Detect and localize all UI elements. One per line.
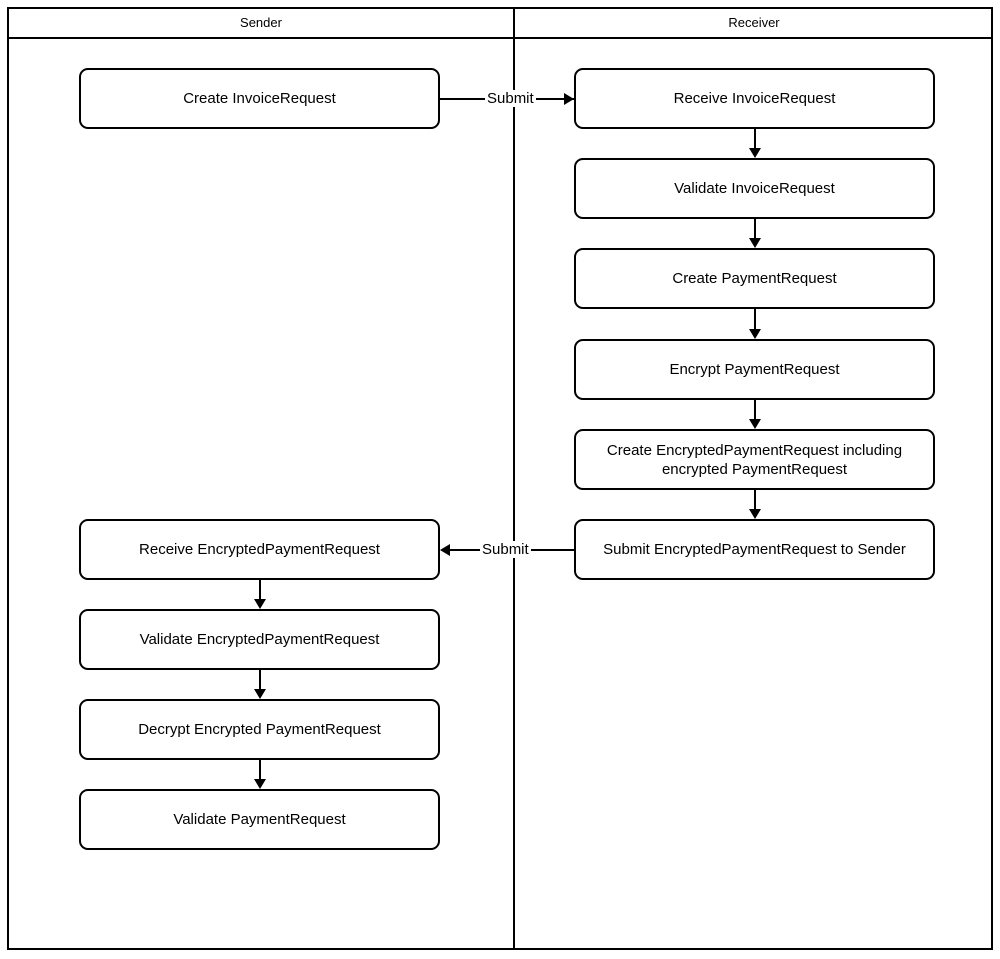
- edge-n6-n7-line: [754, 490, 756, 509]
- lane-divider: [513, 7, 515, 950]
- node-create-encryptedpaymentrequest[interactable]: Create EncryptedPaymentRequest including…: [574, 429, 935, 490]
- edge-n10-n11-arrowhead: [254, 779, 266, 789]
- edge-n9-n10-line: [259, 670, 261, 689]
- node-create-invoicerequest[interactable]: Create InvoiceRequest: [79, 68, 440, 129]
- edge-submit-top-arrowhead: [564, 93, 574, 105]
- edge-n10-n11-line: [259, 760, 261, 779]
- edge-n5-n6-arrowhead: [749, 419, 761, 429]
- lane-title-receiver: Receiver: [728, 15, 780, 30]
- edge-label-submit-top: Submit: [485, 90, 536, 107]
- edge-n8-n9-line: [259, 580, 261, 599]
- node-validate-invoicerequest[interactable]: Validate InvoiceRequest: [574, 158, 935, 219]
- node-submit-encryptedpaymentrequest-to-sender[interactable]: Submit EncryptedPaymentRequest to Sender: [574, 519, 935, 580]
- node-validate-encryptedpaymentrequest[interactable]: Validate EncryptedPaymentRequest: [79, 609, 440, 670]
- edge-n3-n4-line: [754, 219, 756, 238]
- edge-n4-n5-line: [754, 309, 756, 329]
- edge-n8-n9-arrowhead: [254, 599, 266, 609]
- edge-submit-bottom-arrowhead: [440, 544, 450, 556]
- edge-n5-n6-line: [754, 400, 756, 419]
- edge-n3-n4-arrowhead: [749, 238, 761, 248]
- edge-n9-n10-arrowhead: [254, 689, 266, 699]
- lane-header-band: [7, 7, 993, 39]
- edge-label-submit-bottom: Submit: [480, 541, 531, 558]
- lane-title-sender: Sender: [240, 15, 282, 30]
- node-decrypt-encrypted-paymentrequest[interactable]: Decrypt Encrypted PaymentRequest: [79, 699, 440, 760]
- node-encrypt-paymentrequest[interactable]: Encrypt PaymentRequest: [574, 339, 935, 400]
- node-receive-encryptedpaymentrequest[interactable]: Receive EncryptedPaymentRequest: [79, 519, 440, 580]
- node-validate-paymentrequest[interactable]: Validate PaymentRequest: [79, 789, 440, 850]
- node-create-paymentrequest[interactable]: Create PaymentRequest: [574, 248, 935, 309]
- node-receive-invoicerequest[interactable]: Receive InvoiceRequest: [574, 68, 935, 129]
- edge-n2-n3-line: [754, 129, 756, 148]
- edge-n6-n7-arrowhead: [749, 509, 761, 519]
- edge-n4-n5-arrowhead: [749, 329, 761, 339]
- edge-n2-n3-arrowhead: [749, 148, 761, 158]
